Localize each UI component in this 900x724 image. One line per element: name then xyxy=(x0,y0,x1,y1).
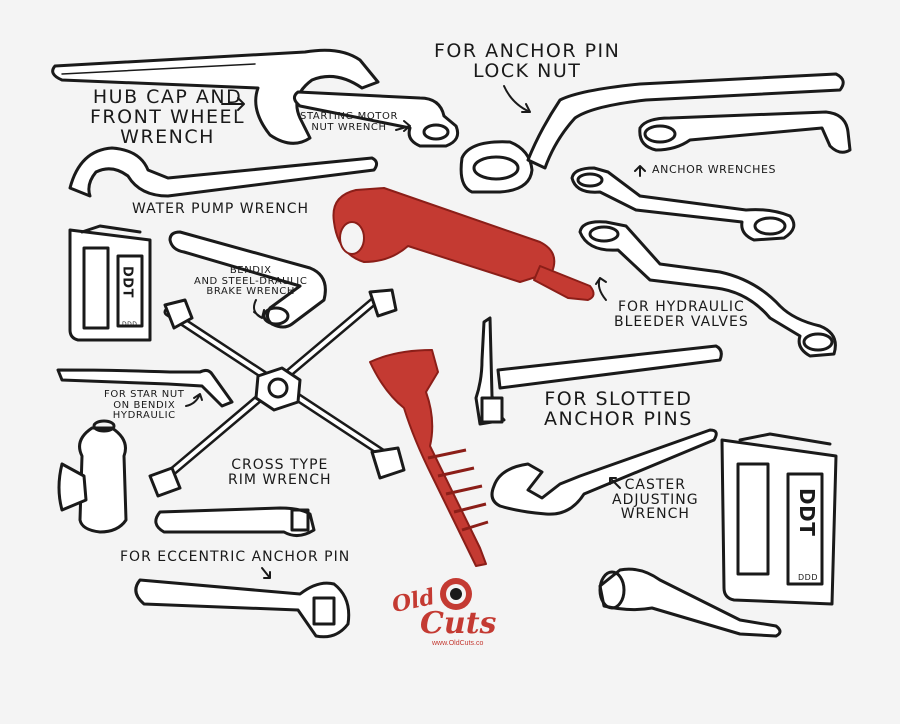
ddt-can-right-small-text: DDD xyxy=(798,573,818,582)
water-pump-wrench-icon xyxy=(68,146,379,198)
pointer-arrows xyxy=(185,85,646,579)
label-anchor-wrenches: ANCHOR WRENCHES xyxy=(652,163,777,176)
bleeder-wrench-icon xyxy=(578,220,837,358)
label-anchor-pin-lock-nut: FOR ANCHOR PIN LOCK NUT xyxy=(434,40,621,82)
ddt-can-left-icon xyxy=(68,224,152,342)
eccentric-wrench-upper-icon xyxy=(154,506,316,537)
caster-wrench-icon xyxy=(490,428,718,516)
starting-motor-wrench-icon xyxy=(293,90,460,148)
label-eccentric-anchor-pin: FOR ECCENTRIC ANCHOR PIN xyxy=(120,549,351,565)
oil-can-icon xyxy=(57,419,128,534)
ddt-can-right-icon xyxy=(720,432,838,606)
cross-rim-wrench-icon xyxy=(148,288,406,498)
slotted-anchor-hammer-icon xyxy=(474,316,723,426)
star-nut-tool-icon xyxy=(56,368,234,408)
label-bendix-brake-wrench: BENDIX AND STEEL-DRAULIC BRAKE WRENCH xyxy=(194,265,308,297)
logo-url: www.OldCuts.co xyxy=(432,640,484,647)
hub-cap-wrench-icon xyxy=(51,48,380,145)
label-hydraulic-bleeder: FOR HYDRAULIC BLEEDER VALVES xyxy=(614,299,749,330)
label-star-nut: FOR STAR NUT ON BENDIX HYDRAULIC xyxy=(104,389,185,421)
anchor-wrench-1-icon xyxy=(638,110,852,154)
label-starting-motor-wrench: STARTING MOTOR NUT WRENCH xyxy=(300,111,399,133)
wood-screw-red-icon xyxy=(369,349,489,567)
label-hub-cap-wrench: HUB CAP AND FRONT WHEEL WRENCH xyxy=(90,86,246,148)
bendix-brake-wrench-icon xyxy=(168,230,327,329)
ddt-can-right-text: DDT xyxy=(795,488,819,537)
grease-gun-lower-icon xyxy=(598,567,782,638)
anchor-pin-lock-wrench-icon xyxy=(459,72,845,194)
anchor-wrench-2-icon xyxy=(570,166,796,242)
logo-word-cuts: Cuts xyxy=(420,606,497,641)
label-caster-adjusting-wrench: CASTER ADJUSTING WRENCH xyxy=(612,477,699,523)
label-slotted-anchor-pins: FOR SLOTTED ANCHOR PINS xyxy=(544,388,693,430)
eccentric-wrench-lower-icon xyxy=(134,578,351,639)
ddt-can-left-text: DDT xyxy=(119,266,135,298)
old-cuts-logo-icon xyxy=(440,578,472,610)
grease-gun-red-icon xyxy=(332,187,595,301)
label-water-pump-wrench: WATER PUMP WRENCH xyxy=(132,201,309,217)
label-cross-type-rim-wrench: CROSS TYPE RIM WRENCH xyxy=(228,457,332,488)
ddt-can-left-small-text: DDD xyxy=(122,321,138,328)
